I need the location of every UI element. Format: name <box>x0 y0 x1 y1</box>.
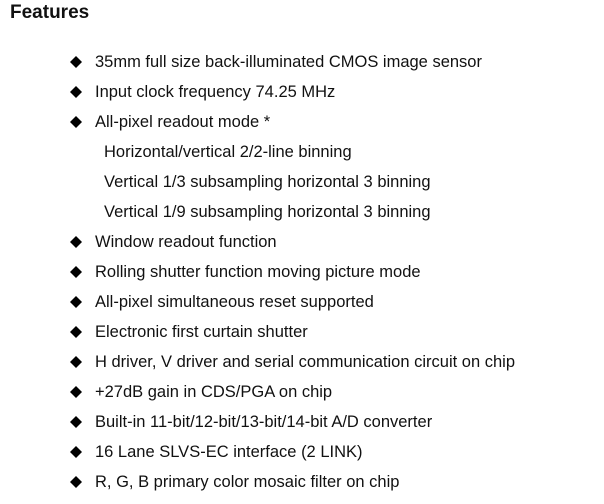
feature-text: Rolling shutter function moving picture … <box>95 263 421 281</box>
diamond-icon <box>70 86 82 98</box>
feature-text: Electronic first curtain shutter <box>95 323 308 341</box>
diamond-icon <box>70 356 82 368</box>
feature-text: Input clock frequency 74.25 MHz <box>95 83 336 101</box>
feature-sub-text: Vertical 1/9 subsampling horizontal 3 bi… <box>104 203 431 221</box>
page-title: Features <box>10 2 90 23</box>
diamond-icon <box>70 326 82 338</box>
feature-text: +27dB gain in CDS/PGA on chip <box>95 383 333 401</box>
feature-text: 16 Lane SLVS-EC interface (2 LINK) <box>95 443 363 461</box>
feature-text: Window readout function <box>95 233 277 251</box>
feature-text: All-pixel simultaneous reset supported <box>95 293 374 311</box>
diamond-icon <box>70 116 82 128</box>
feature-text: Built-in 11-bit/12-bit/13-bit/14-bit A/D… <box>95 413 433 431</box>
diamond-icon <box>70 296 82 308</box>
diamond-icon <box>70 416 82 428</box>
feature-sub-text: Vertical 1/3 subsampling horizontal 3 bi… <box>104 173 431 191</box>
diamond-icon <box>70 476 82 488</box>
feature-text: 35mm full size back-illuminated CMOS ima… <box>95 53 482 71</box>
diamond-icon <box>70 236 82 248</box>
diamond-icon <box>70 56 82 68</box>
feature-text: All-pixel readout mode * <box>95 113 271 131</box>
diamond-icon <box>70 386 82 398</box>
diamond-icon <box>70 446 82 458</box>
feature-sub-text: Horizontal/vertical 2/2-line binning <box>104 143 352 161</box>
feature-text: R, G, B primary color mosaic filter on c… <box>95 473 400 491</box>
feature-text: H driver, V driver and serial communicat… <box>95 353 516 371</box>
diamond-icon <box>70 266 82 278</box>
